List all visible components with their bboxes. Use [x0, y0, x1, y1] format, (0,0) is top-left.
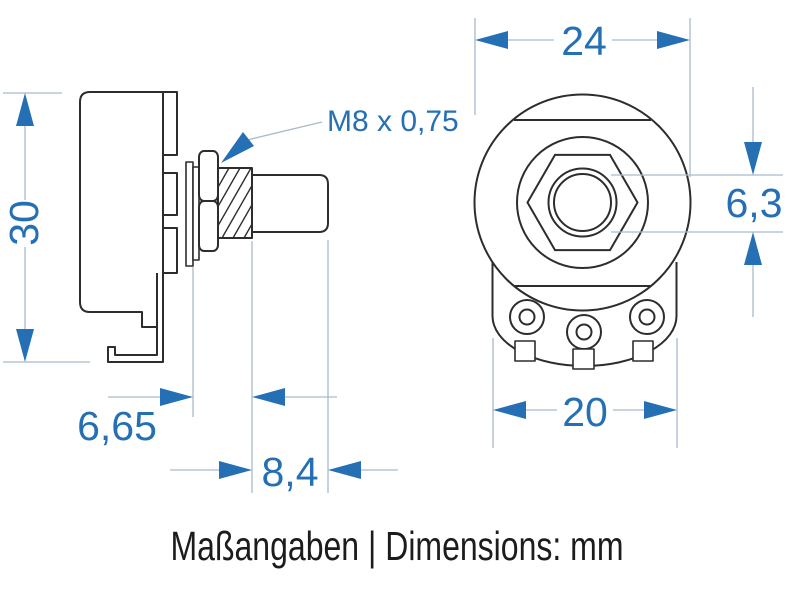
arrow-left-icon [475, 31, 508, 49]
potentiometer-body-side [79, 91, 164, 363]
dim-label-body-diameter: 24 [561, 18, 607, 64]
dim-label-bushing-length: 6,65 [77, 403, 157, 449]
hex-nut-facet-top [198, 150, 219, 202]
crimp-tab-top [162, 91, 178, 156]
drawing-caption: Maßangaben | Dimensions: mm [171, 523, 624, 569]
arrow-right-icon [644, 401, 677, 419]
flange-circle [516, 136, 649, 269]
arrow-up-icon [16, 93, 34, 126]
hex-nut-facet-bottom [198, 200, 219, 252]
body-circle [473, 93, 692, 312]
terminal-lug-middle [566, 314, 602, 350]
arrow-down-icon [744, 142, 762, 175]
crimp-tab-middle [162, 172, 178, 216]
dim-label-shaft-diameter: 6,3 [726, 180, 783, 226]
shaft-side [251, 174, 329, 233]
mounting-plate [185, 161, 194, 267]
bushing-circle [547, 167, 618, 238]
rim-slot-right [632, 340, 654, 362]
arrow-right-icon [657, 31, 690, 49]
dimension-shaft-length: 8,4 [170, 240, 398, 495]
thread-hatching [218, 168, 252, 238]
arrow-up-icon [744, 232, 762, 265]
terminal-lug-left [509, 299, 545, 335]
rim-slot-middle [572, 348, 595, 370]
leader-arrow-icon [221, 132, 254, 163]
dim-label-body-height: 30 [1, 200, 47, 246]
arrow-right-icon [219, 461, 252, 479]
thread-callout: M8 x 0,75 [221, 105, 459, 163]
arrow-down-icon [16, 329, 34, 362]
arrow-left-icon [328, 461, 361, 479]
dimension-shaft-diameter: 6,3 [611, 87, 783, 317]
crimp-tab-bottom [162, 227, 178, 274]
shaft-circle [553, 173, 612, 232]
terminal-lug-right [629, 299, 665, 335]
dimension-terminal-housing-width: 20 [492, 338, 678, 448]
dim-label-terminal-housing-width: 20 [562, 389, 608, 435]
dim-label-shaft-length: 8,4 [262, 449, 319, 495]
side-view [79, 91, 329, 363]
dimension-body-height: 30 [1, 92, 90, 363]
hex-nut-front [526, 153, 639, 252]
arrow-left-icon [252, 388, 285, 406]
thread-label: M8 x 0,75 [327, 105, 459, 138]
front-view [473, 93, 692, 370]
arrow-left-icon [493, 401, 526, 419]
dimension-body-diameter: 24 [474, 18, 691, 177]
rim-slot-left [514, 340, 536, 362]
dimension-bushing-length: 6,65 [77, 267, 337, 449]
arrow-right-icon [160, 388, 193, 406]
